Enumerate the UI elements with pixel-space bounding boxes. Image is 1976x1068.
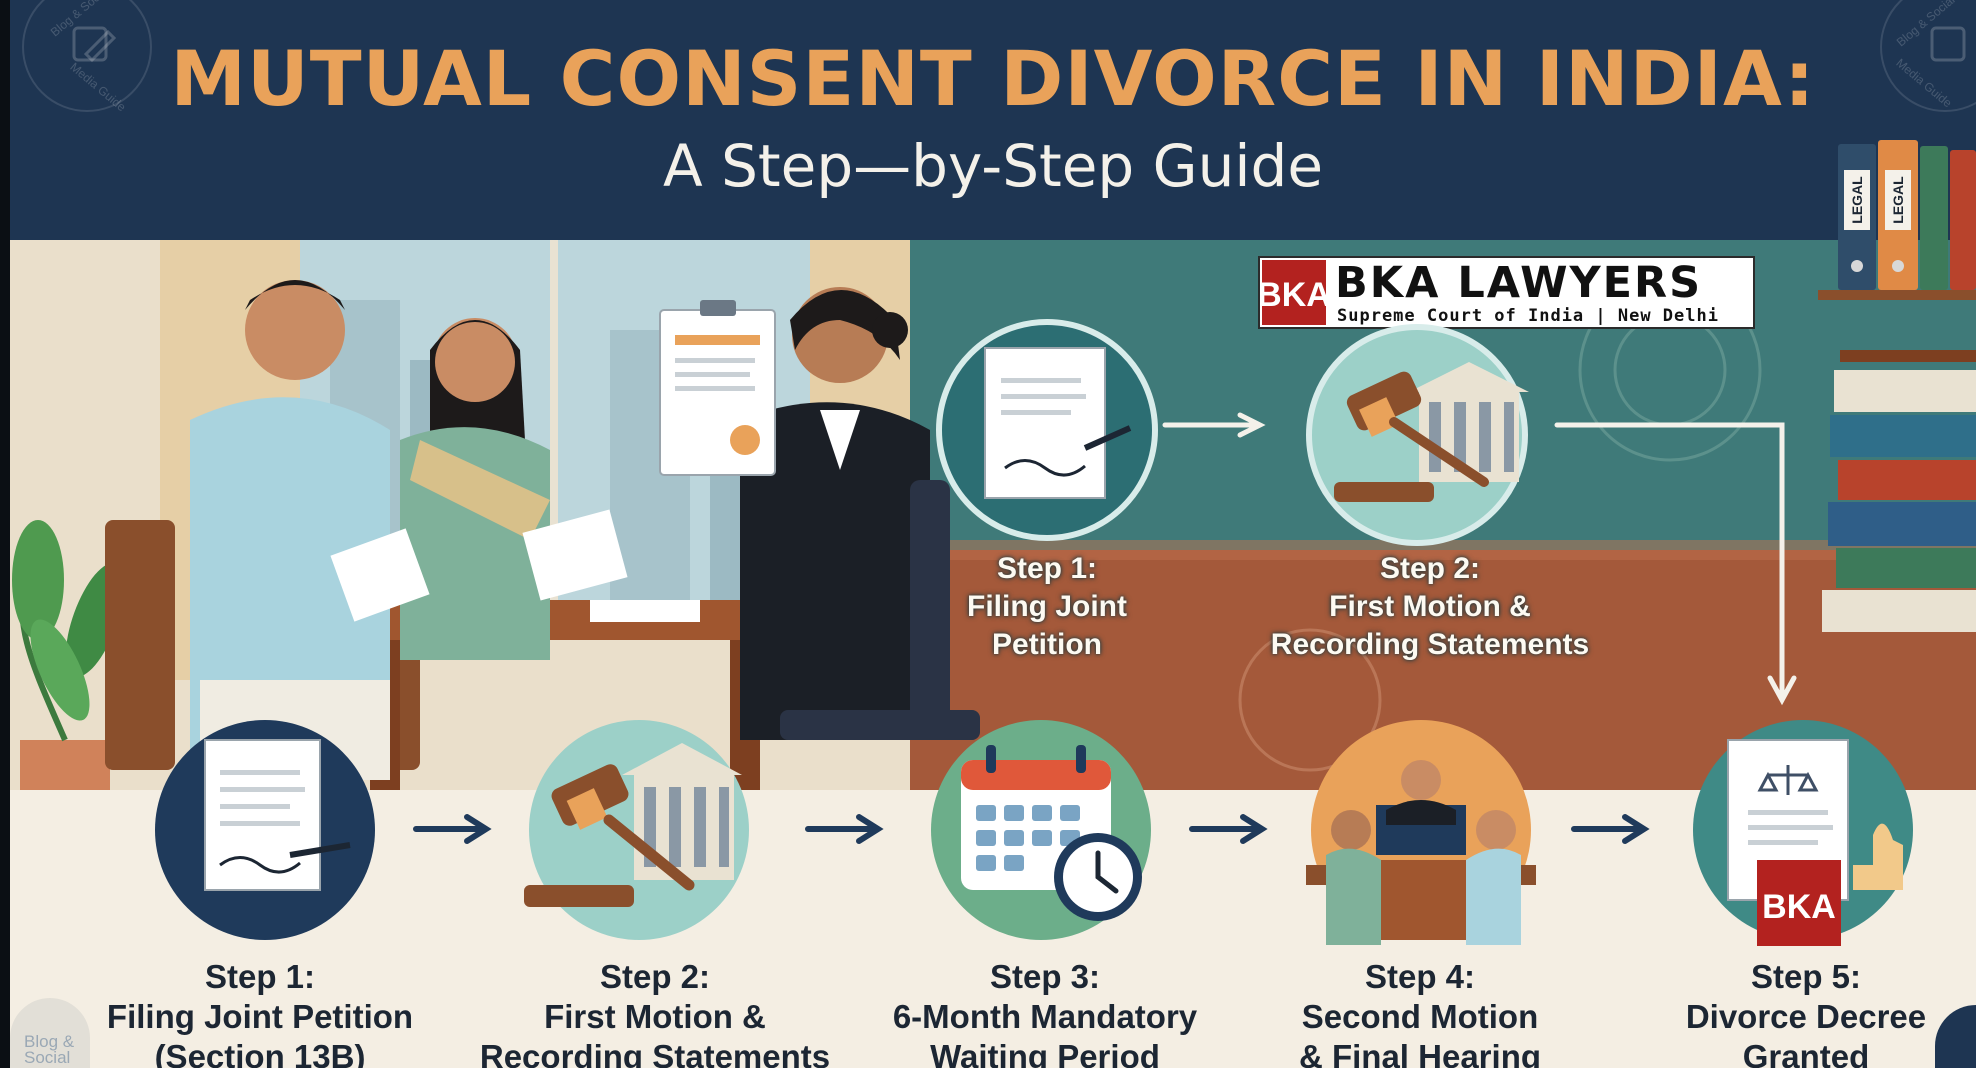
step-line: Granted [1742, 1038, 1870, 1068]
step-2-label: Step 2: First Motion & Recording Stateme… [460, 957, 850, 1068]
scene-arrow-right-icon [1162, 412, 1266, 438]
header-banner: MUTUAL CONSENT DIVORCE IN INDIA: A Step—… [10, 0, 1976, 240]
step-3-calendar-icon [931, 720, 1151, 940]
bka-lawyers-logo: BKA BKA LAWYERS Supreme Court of India |… [1258, 256, 1755, 329]
step-4-label: Step 4: Second Motion & Final Hearing [1250, 957, 1590, 1068]
corner-badge-text: Social [24, 1048, 71, 1067]
watermark-right: Blog & Social Media Guide [1880, 0, 1976, 112]
step-1-petition-icon [155, 720, 375, 940]
watermark-left: Blog & Social Media Guide [22, 0, 152, 114]
step-title: Step 4: [1364, 958, 1476, 995]
step-title: Step 1: [204, 958, 316, 995]
scene-step-line: First Motion & [1329, 590, 1531, 623]
corner-watermark-badge: Blog & Social [10, 998, 90, 1068]
bka-badge-text: BKA [1762, 888, 1836, 926]
arrow-right-icon [805, 814, 884, 844]
scene-step-line: Filing Joint [967, 590, 1127, 623]
scene-step-title: Step 1: [996, 552, 1098, 585]
legal-binders-icon: LEGAL LEGAL [1838, 140, 1976, 290]
scene-step-1-label: Step 1: Filing Joint Petition [912, 550, 1182, 664]
edit-icon [1930, 26, 1966, 62]
step-line: (Section 13B) [154, 1038, 366, 1068]
step-title: Step 3: [989, 958, 1101, 995]
step-line: First Motion & [544, 998, 766, 1035]
step-line: & Final Hearing [1298, 1038, 1542, 1068]
scene-step-1-icon [936, 319, 1158, 541]
book-spine-label: LEGAL [1849, 176, 1865, 224]
scene-step-line: Recording Statements [1270, 628, 1590, 661]
page-title: MUTUAL CONSENT DIVORCE IN INDIA: [170, 34, 1816, 123]
arrow-right-icon [1189, 814, 1268, 844]
step-line: Waiting Period [930, 1038, 1160, 1068]
step-4-hearing-icon [1306, 720, 1536, 945]
step-line: 6-Month Mandatory [892, 998, 1198, 1035]
edit-icon [72, 26, 117, 63]
step-line: Second Motion [1301, 998, 1539, 1035]
bka-badge-icon: BKA [1757, 860, 1841, 946]
logo-tagline: Supreme Court of India | New Delhi [1337, 306, 1719, 326]
step-1-label: Step 1: Filing Joint Petition (Section 1… [80, 957, 440, 1068]
step-5-label: Step 5: Divorce Decree Granted [1636, 957, 1976, 1068]
scene-arrow-down-icon [1554, 422, 1797, 706]
step-line: Filing Joint Petition [106, 998, 414, 1035]
scene-step-2-label: Step 2: First Motion & Recording Stateme… [1240, 550, 1620, 664]
step-line: Divorce Decree [1685, 998, 1927, 1035]
step-line: Recording Statements [479, 1038, 831, 1068]
scene-step-title: Step 2: [1379, 552, 1481, 585]
step-2-gavel-icon [524, 720, 749, 940]
scene-step-2-icon [1306, 324, 1529, 546]
scene-step-line: Petition [992, 628, 1102, 661]
logo-mark-text: BKA [1260, 276, 1330, 314]
arrow-right-icon [1571, 814, 1650, 844]
logo-name: BKA LAWYERS [1335, 258, 1703, 308]
step-title: Step 5: [1750, 958, 1862, 995]
bka-logo-mark-icon: BKA [1260, 260, 1330, 325]
book-spine-label: LEGAL [1890, 176, 1906, 224]
step-3-label: Step 3: 6-Month Mandatory Waiting Period [865, 957, 1225, 1068]
corner-badge-text: Blog & [24, 1032, 75, 1051]
step-title: Step 2: [599, 958, 711, 995]
page-subtitle: A Step—by-Step Guide [662, 132, 1324, 200]
arrow-right-icon [413, 814, 492, 844]
